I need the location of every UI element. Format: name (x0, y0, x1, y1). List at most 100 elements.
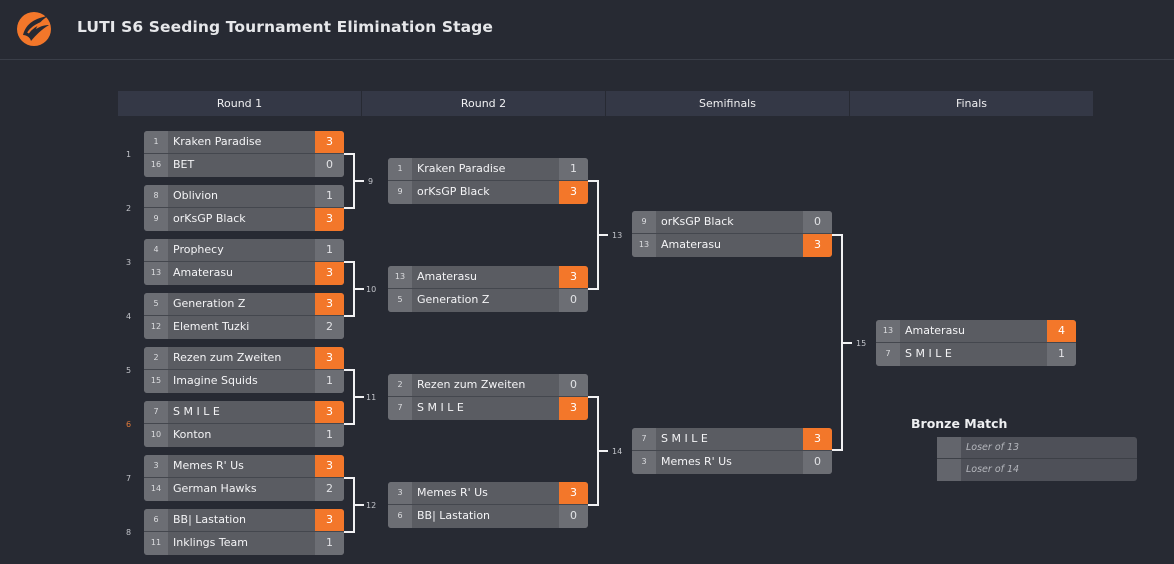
team-name: Generation Z (173, 297, 246, 310)
team-seed: 7 (388, 397, 412, 420)
team-name: Kraken Paradise (417, 162, 506, 175)
team-score: 1 (315, 239, 344, 261)
team-score: 3 (559, 266, 588, 288)
logo-icon[interactable] (14, 7, 54, 47)
match-number: 10 (366, 285, 377, 294)
team-score: 0 (315, 154, 344, 177)
team-seed: 9 (632, 211, 656, 233)
team-name: Inklings Team (173, 536, 248, 549)
team-score: 1 (315, 185, 344, 207)
match-number: 1 (126, 150, 132, 159)
team-name: Oblivion (173, 189, 219, 202)
team-name: Kraken Paradise (173, 135, 262, 148)
team-score: 0 (803, 211, 832, 233)
team-name: orKsGP Black (417, 185, 490, 198)
bracket-connector (355, 288, 364, 290)
team-score: 0 (559, 505, 588, 528)
match-number: 12 (366, 501, 377, 510)
team-score: 3 (315, 262, 344, 285)
match-number: 2 (126, 204, 132, 213)
page-title: LUTI S6 Seeding Tournament Elimination S… (77, 18, 493, 36)
team-seed: 1 (388, 158, 412, 180)
match-number: 6 (126, 420, 132, 429)
team-name: Rezen zum Zweiten (417, 378, 526, 391)
bronze-slot[interactable]: Loser of 13 (937, 437, 1137, 459)
team-seed: 11 (144, 532, 168, 555)
bracket-connector (832, 234, 843, 451)
team-score: 3 (315, 131, 344, 153)
page-header: LUTI S6 Seeding Tournament Elimination S… (0, 0, 1174, 60)
team-seed: 2 (388, 374, 412, 396)
team-score: 3 (315, 347, 344, 369)
bronze-slot[interactable]: Loser of 14 (937, 459, 1137, 481)
team-score: 2 (315, 478, 344, 501)
team-seed: 3 (388, 482, 412, 504)
round-header-2: Round 2 (362, 91, 605, 116)
bronze-slot-label: Loser of 13 (966, 442, 1020, 453)
team-score: 3 (559, 181, 588, 204)
bracket-connector (355, 504, 364, 506)
team-seed: 4 (144, 239, 168, 261)
team-seed: 9 (388, 181, 412, 204)
team-seed: 6 (144, 509, 168, 531)
team-seed: 3 (632, 451, 656, 474)
match-number: 14 (612, 447, 623, 456)
match-team[interactable]: 9 orKsGP Black 3 (388, 181, 588, 204)
team-seed (937, 437, 961, 458)
bronze-slot-label: Loser of 14 (966, 464, 1020, 475)
team-score: 0 (803, 451, 832, 474)
match-number: 5 (126, 366, 132, 375)
team-seed: 7 (876, 343, 900, 366)
team-score: 3 (803, 428, 832, 450)
team-name: Memes R' Us (173, 459, 244, 472)
team-name: S M I L E (661, 432, 708, 445)
team-seed: 12 (144, 316, 168, 339)
team-seed: 13 (144, 262, 168, 285)
match-number: 3 (126, 258, 132, 267)
